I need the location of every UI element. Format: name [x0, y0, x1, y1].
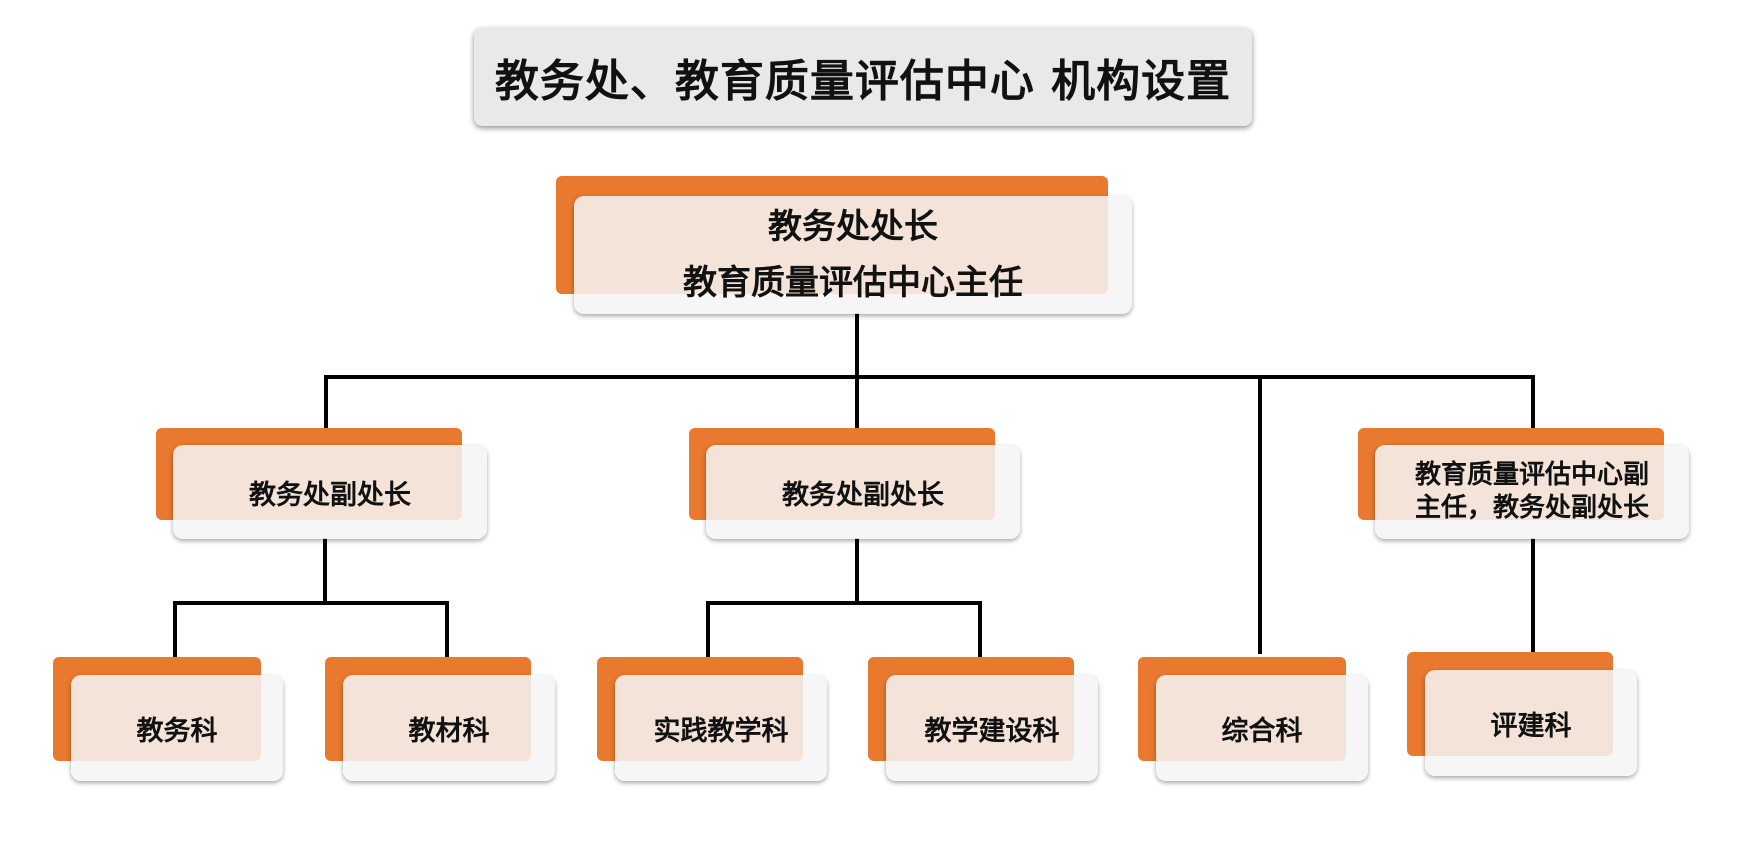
- node-head-card: 教务处处长 教育质量评估中心主任: [574, 196, 1132, 314]
- node-jiaowuke-label: 教务科: [136, 715, 218, 747]
- node-jianshe-label: 教学建设科: [924, 715, 1060, 747]
- node-deputy3-card: 教育质量评估中心副 主任，教务处副处长: [1375, 445, 1689, 539]
- diagram-title: 教务处、教育质量评估中心 机构设置: [494, 56, 1232, 107]
- node-jiaocaike-label: 教材科: [408, 715, 490, 747]
- node-jiaowuke-card: 教务科: [71, 675, 283, 781]
- node-zonghe-card: 综合科: [1156, 675, 1368, 781]
- node-deputy1-label: 教务处副处长: [249, 479, 411, 511]
- node-shijian-card: 实践教学科: [615, 675, 827, 781]
- node-zonghe-label: 综合科: [1221, 715, 1303, 747]
- diagram-title-box: 教务处、教育质量评估中心 机构设置: [474, 28, 1252, 126]
- node-deputy2-card: 教务处副处长: [706, 445, 1020, 539]
- node-head-label: 教务处处长 教育质量评估中心主任: [683, 207, 1023, 303]
- node-pingjian-label: 评建科: [1490, 710, 1572, 742]
- node-deputy3-label: 教育质量评估中心副 主任，教务处副处长: [1414, 460, 1649, 523]
- node-jiaocaike-card: 教材科: [343, 675, 555, 781]
- node-deputy2-label: 教务处副处长: [782, 479, 944, 511]
- node-deputy1-card: 教务处副处长: [173, 445, 487, 539]
- node-shijian-label: 实践教学科: [653, 715, 789, 747]
- node-jianshe-card: 教学建设科: [886, 675, 1098, 781]
- node-pingjian-card: 评建科: [1425, 670, 1637, 776]
